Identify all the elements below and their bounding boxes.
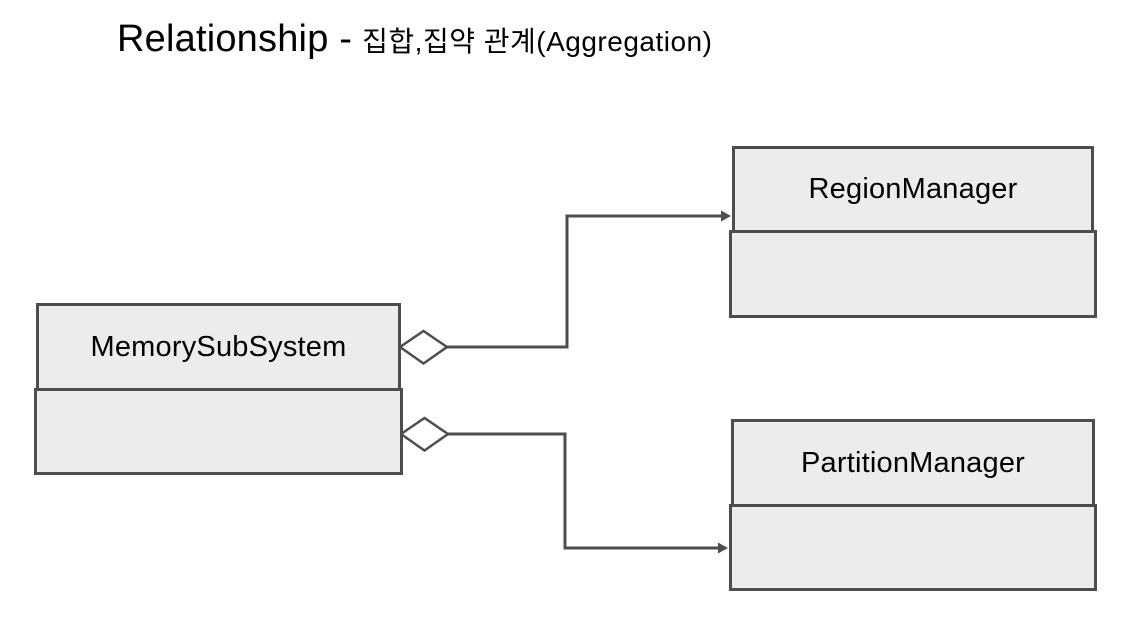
title-sub-text: 집합,집약 관계(Aggregation) [362,26,713,57]
class-members-compartment [729,230,1097,318]
class-name-label: PartitionManager [800,446,1026,479]
class-members-compartment [729,504,1097,591]
class-name-compartment: PartitionManager [731,419,1095,504]
slide-title: Relationship - 집합,집약 관계(Aggregation) [117,18,712,61]
class-name-label: MemorySubSystem [90,330,347,363]
aggregation-diamond-icon [397,329,450,366]
class-name-compartment: MemorySubSystem [36,303,401,388]
title-main-text: Relationship - [117,18,353,60]
arrowhead-icon [718,542,728,554]
class-name-compartment: RegionManager [732,146,1094,230]
aggregation-connector-partitionmanager [398,416,728,554]
arrowhead-icon [721,210,731,222]
aggregation-connector-regionmanager [397,210,731,366]
aggregation-diamond-icon [398,416,451,453]
class-name-label: RegionManager [808,173,1018,205]
connector-line [447,214,722,349]
class-members-compartment [34,388,403,475]
connector-line [448,432,719,550]
